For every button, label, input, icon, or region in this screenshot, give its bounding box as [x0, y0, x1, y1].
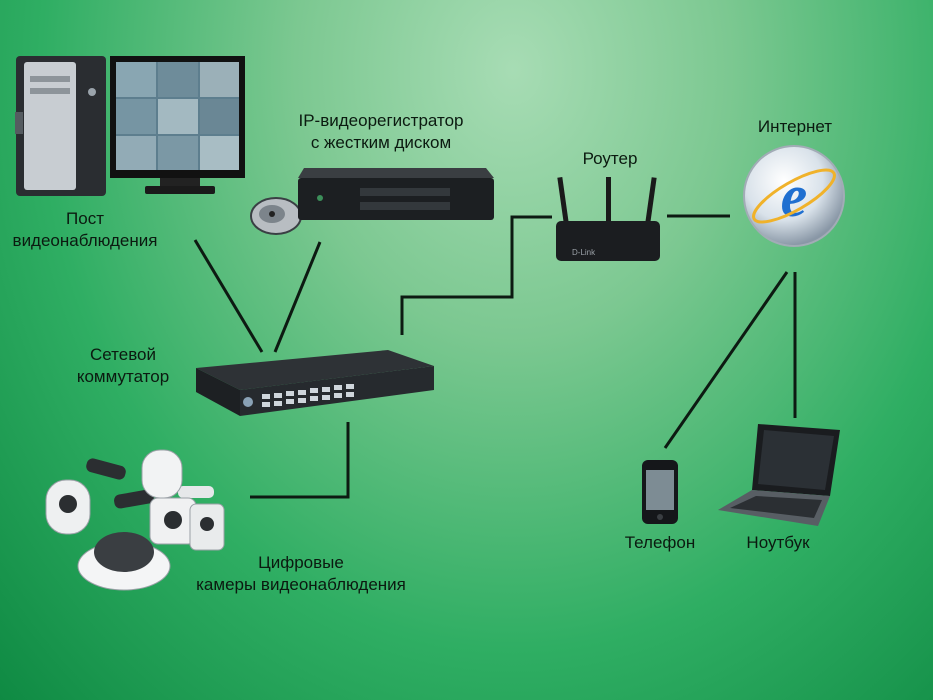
label-cameras: Цифровые камеры видеонаблюдения: [196, 553, 406, 594]
label-switch: Сетевой коммутатор: [76, 345, 170, 386]
cctv-monitor-icon: [110, 56, 245, 194]
label-phone: Телефон: [624, 533, 696, 552]
network-switch-icon: [196, 350, 434, 416]
line-workstation-switch: [193, 239, 264, 353]
line-switch-cameras: [250, 422, 350, 499]
line-internet-phone: [663, 271, 789, 449]
smartphone-icon: [642, 460, 678, 524]
line-nvr-switch: [273, 241, 322, 353]
label-nvr: IP-видеорегистратор с жестким диском: [298, 111, 464, 152]
ip-cameras-icon: [45, 449, 225, 591]
nvr-recorder-icon: [298, 168, 494, 220]
router-brand: D-Link: [572, 248, 596, 257]
pc-tower-icon: [15, 56, 245, 196]
label-internet: Интернет: [757, 117, 833, 136]
label-workstation: Пост видеонаблюдения: [12, 209, 158, 250]
globe-letter: e: [781, 163, 808, 229]
internet-explorer-globe-icon: e: [743, 145, 845, 247]
label-router: Роутер: [582, 149, 638, 168]
line-switch-router: [400, 215, 552, 335]
label-laptop: Ноутбук: [746, 533, 810, 552]
hard-disk-icon: [250, 197, 302, 235]
wifi-router-icon: D-Link: [556, 177, 660, 261]
laptop-icon: [718, 424, 840, 526]
